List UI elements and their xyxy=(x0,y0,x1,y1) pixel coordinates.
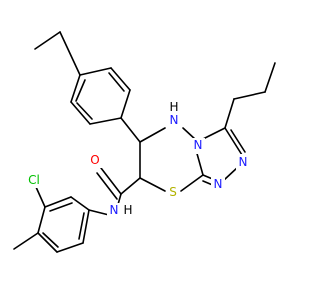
atom-sulfur: S xyxy=(169,185,177,199)
bond-ring1-double-3 xyxy=(75,79,86,102)
bond-ring2-e xyxy=(56,242,84,253)
bond-ring1-b xyxy=(70,101,91,125)
bond-ring2-double-2 xyxy=(42,232,59,248)
bond-propyl-3 xyxy=(264,62,276,93)
bond-c3-n2 xyxy=(224,127,243,156)
bond-ring2-double-3 xyxy=(78,212,85,240)
atom-n-triazole-2: N xyxy=(239,155,248,169)
bond-n2-n1 xyxy=(223,166,239,181)
bond-ring1-c xyxy=(89,117,122,125)
atom-n-triazole-1: N xyxy=(214,177,223,191)
bond-nbridge-c8a xyxy=(195,149,204,176)
bond-c7-carbonyl xyxy=(120,177,141,195)
bond-aryl-c6 xyxy=(120,117,141,143)
atom-n-bridge: N xyxy=(194,138,203,152)
bond-ring2-cl xyxy=(35,186,46,208)
atom-labels: N H N N N S O N H Cl xyxy=(24,100,250,219)
bond-ring1-double-2 xyxy=(108,72,125,92)
atom-nh-ring-n: N xyxy=(170,113,179,127)
bond-ring2-c xyxy=(37,206,46,234)
bond-carbonyl-o-double xyxy=(96,172,118,200)
bond-carbonyl-o xyxy=(100,167,122,195)
bond-propyl-1 xyxy=(224,98,235,129)
bond-ring2-f xyxy=(82,209,90,244)
bond-ring1-e xyxy=(110,67,131,91)
bond-ring2-d xyxy=(37,232,58,253)
bond-c3-n2-double xyxy=(230,129,246,153)
molecule-structure-diagram: N H N N N S O N H Cl xyxy=(13,31,276,253)
bond-ring1-a xyxy=(70,74,81,103)
bond-ethyl-ch2 xyxy=(59,31,81,76)
bonds xyxy=(13,31,276,253)
atom-nh-ring-h: H xyxy=(169,100,178,114)
bond-ring1-d xyxy=(120,89,131,119)
bond-ring1-double-1 xyxy=(76,102,93,120)
bond-propyl-2 xyxy=(233,91,266,100)
atom-chlorine: Cl xyxy=(28,173,40,187)
bond-ring2-b xyxy=(44,196,72,208)
bond-c8a-s xyxy=(180,174,204,192)
bond-ring2-methyl xyxy=(13,232,39,250)
atom-amide-n: N xyxy=(110,203,119,217)
atom-amide-h: H xyxy=(123,203,132,217)
bond-ring2-double-1 xyxy=(49,202,73,212)
atom-oxygen: O xyxy=(90,153,99,167)
bond-c6-nh xyxy=(139,127,166,143)
bond-ring2-a xyxy=(70,196,90,211)
bond-ring1-f xyxy=(79,67,112,76)
bond-s-c7 xyxy=(139,177,166,192)
bond-n-aryl xyxy=(88,209,110,216)
bond-ethyl-ch3 xyxy=(34,31,61,50)
